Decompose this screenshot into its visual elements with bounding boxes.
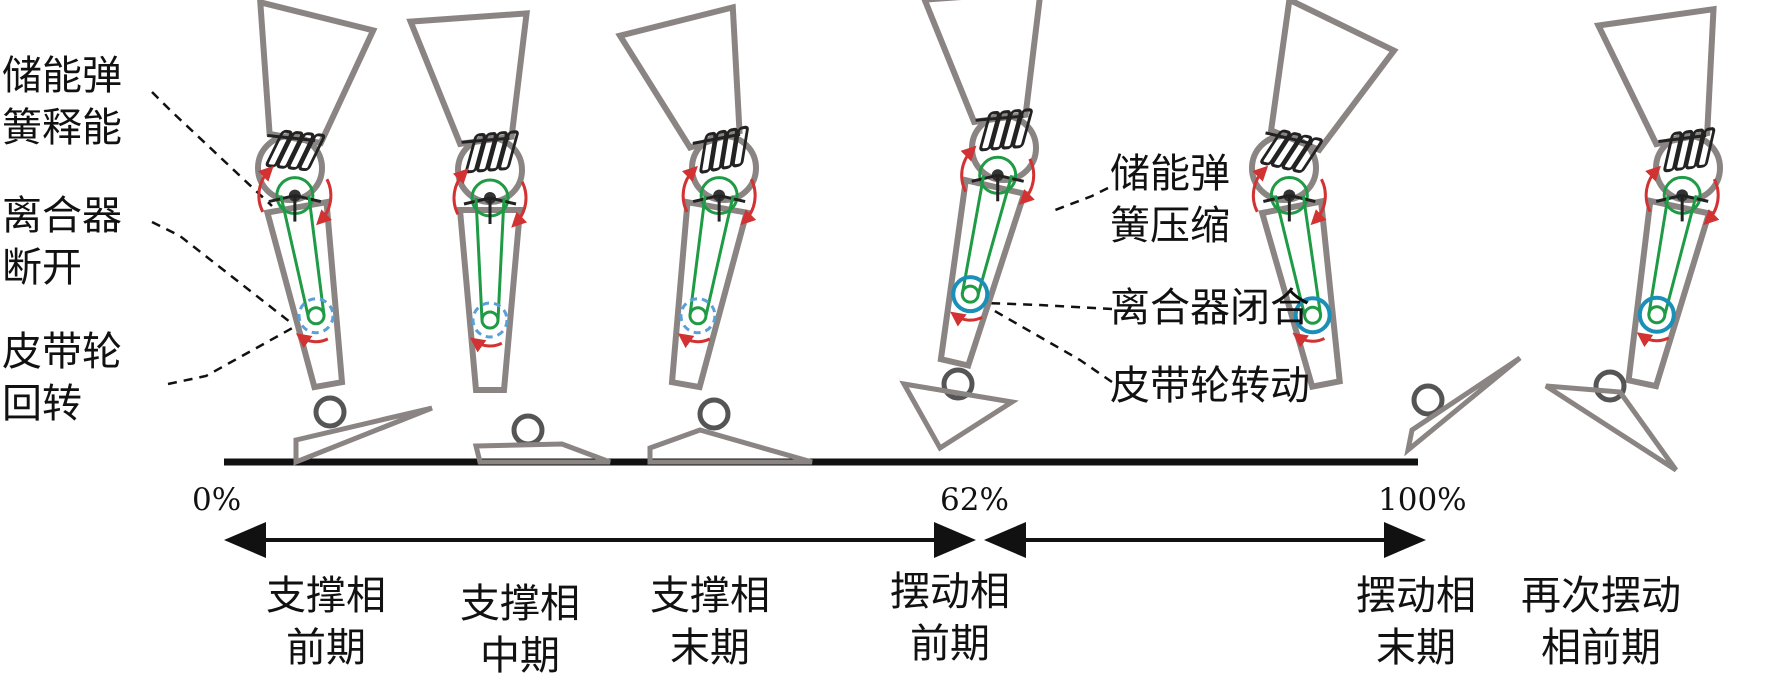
shank-segment <box>1625 197 1713 390</box>
ankle-joint <box>697 397 731 431</box>
spring-mechanism <box>461 130 519 174</box>
rotation-arrow <box>1636 332 1670 348</box>
thigh-segment <box>257 0 378 147</box>
spring-mechanism <box>975 108 1033 152</box>
thigh-segment <box>615 3 743 152</box>
rotation-arrow <box>1018 158 1036 205</box>
thigh-segment <box>1267 0 1399 154</box>
percent-toe-off: 62% <box>940 482 1009 518</box>
leg-figure <box>406 10 611 465</box>
swing-phase-arrow <box>984 522 1426 558</box>
rotation-arrow <box>1703 178 1720 226</box>
leader-lines-right <box>984 186 1113 384</box>
belt <box>1663 195 1698 316</box>
annotation-spring-compress: 储能弹 簧压缩 <box>1110 151 1230 249</box>
ankle-joint <box>313 395 347 429</box>
foot-segment <box>472 441 611 465</box>
leader-lines-left <box>151 91 297 386</box>
belt <box>960 175 986 295</box>
rotation-arrow <box>511 180 528 228</box>
belt <box>307 195 326 316</box>
clutch-ring-open <box>297 297 335 335</box>
lower-pulley <box>480 310 500 330</box>
lower-pulley <box>960 284 980 304</box>
ankle-joint <box>511 413 545 447</box>
belt <box>1273 195 1307 316</box>
belt <box>688 195 707 316</box>
spring-mechanism <box>265 129 326 172</box>
rotation-arrow <box>677 333 711 349</box>
shank-segment <box>668 198 751 391</box>
ankle-joint <box>1593 369 1627 403</box>
phase-label-next-swing-early: 再次摆动 相前期 <box>1521 573 1681 671</box>
rotation-arrow <box>469 337 503 353</box>
lower-pulley <box>1303 305 1323 325</box>
phase-label-swing-late: 摆动相 末期 <box>1356 573 1476 671</box>
leg-figure <box>1544 5 1723 473</box>
lower-pulley <box>1647 305 1667 325</box>
spring-mechanism <box>1658 127 1716 173</box>
rotation-arrow <box>257 165 274 213</box>
lower-pulley <box>306 306 326 326</box>
belt <box>976 174 1014 295</box>
phase-label-stance-early: 支撑相 前期 <box>266 573 386 671</box>
rotation-arrow <box>740 178 757 226</box>
percent-start: 0% <box>192 482 242 518</box>
thigh-segment <box>1593 5 1717 148</box>
belt <box>279 195 310 317</box>
foot-segment <box>899 380 1019 452</box>
phase-label-stance-late: 支撑相 末期 <box>650 573 770 671</box>
rotation-arrow <box>1644 165 1661 213</box>
leg-figure <box>255 0 433 466</box>
shank-segment <box>937 176 1029 370</box>
clutch-ring-closed <box>1637 295 1676 334</box>
belt <box>1647 195 1670 315</box>
foot-segment <box>1404 355 1522 457</box>
phase-label-swing-early: 摆动相 前期 <box>890 569 1010 667</box>
spring-mechanism <box>692 125 749 174</box>
rotation-arrow <box>1310 178 1327 226</box>
annotation-clutch-closed: 离合器闭合 <box>1110 285 1310 331</box>
rotation-arrow <box>1251 165 1269 213</box>
rotation-arrow <box>681 165 698 213</box>
clutch-ring-open <box>471 301 509 339</box>
ankle-joint <box>941 367 975 401</box>
leg-figure <box>615 3 813 465</box>
belt <box>496 197 506 321</box>
rotation-arrow <box>316 178 333 226</box>
annotation-pulley-return: 皮带轮 回转 <box>2 329 122 427</box>
rotation-arrow <box>960 145 977 193</box>
rotation-arrow <box>452 168 469 216</box>
leg-figure <box>1249 0 1522 457</box>
clutch-ring-closed <box>951 275 990 314</box>
shank-segment <box>263 198 346 391</box>
phase-label-stance-mid: 支撑相 中期 <box>460 581 580 679</box>
belt <box>474 197 484 321</box>
belt <box>1301 195 1323 316</box>
clutch-ring-open <box>679 297 717 335</box>
clutch-ring-closed <box>1293 296 1332 335</box>
percent-end: 100% <box>1378 482 1467 518</box>
leg-figure <box>899 0 1043 452</box>
belt <box>704 195 735 317</box>
shank-segment <box>456 207 524 393</box>
rotation-arrow <box>295 333 329 349</box>
lower-pulley <box>688 306 708 326</box>
rotation-arrow <box>1292 332 1326 348</box>
stance-phase-arrow <box>224 522 976 558</box>
foot-segment <box>293 405 433 466</box>
shank-segment <box>1258 197 1343 391</box>
thigh-segment <box>406 10 531 148</box>
rotation-arrow <box>950 311 983 327</box>
foot-segment <box>647 427 813 465</box>
foot-segment <box>1544 383 1679 473</box>
thigh-segment <box>921 0 1043 126</box>
ankle-joint <box>1411 383 1445 417</box>
annotation-clutch-open: 离合器 断开 <box>2 193 122 291</box>
spring-mechanism <box>1260 129 1323 173</box>
annotation-pulley-rotate: 皮带轮转动 <box>1110 363 1310 409</box>
annotation-spring-release: 储能弹 簧释能 <box>2 53 122 151</box>
